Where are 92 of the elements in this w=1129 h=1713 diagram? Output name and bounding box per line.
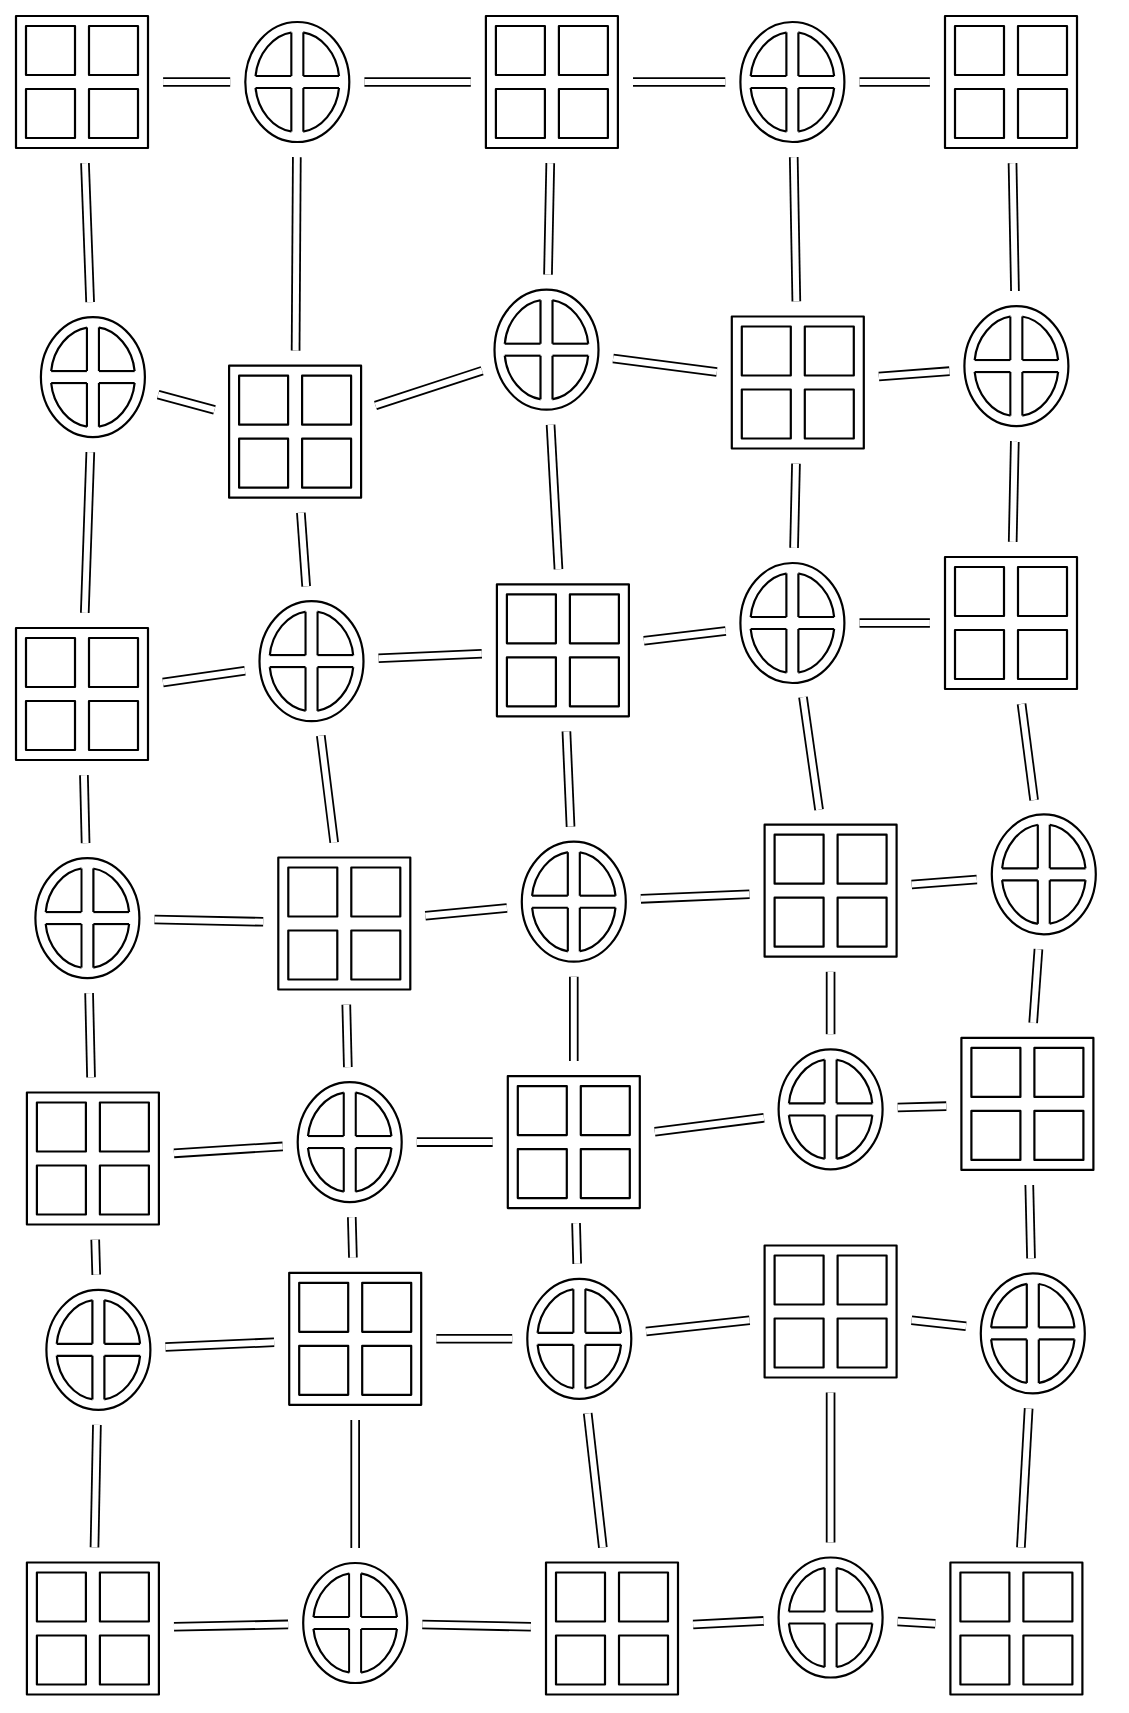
connector-bar — [897, 1101, 947, 1113]
connector-bar — [416, 1137, 493, 1147]
connector-bar — [350, 1419, 360, 1548]
connector-bar — [612, 353, 718, 377]
connector-bar — [80, 451, 96, 614]
connector-bar — [798, 696, 824, 811]
connector-bar — [1028, 948, 1044, 1024]
connector-bar — [788, 157, 802, 302]
connector-bar — [643, 626, 727, 646]
square-window — [14, 626, 150, 762]
round-window — [979, 1272, 1086, 1395]
round-window — [34, 857, 141, 980]
connector-bar — [1007, 441, 1020, 543]
square-window — [288, 1271, 423, 1406]
connector-bar — [424, 903, 508, 921]
round-window — [777, 1048, 884, 1171]
round-window — [739, 561, 846, 685]
connector-bar — [90, 1239, 102, 1275]
connector-bar — [582, 1412, 608, 1549]
connector-bar — [364, 77, 471, 87]
connector-bar — [156, 390, 216, 415]
connector-bar — [436, 1334, 513, 1344]
square-window — [730, 315, 865, 450]
connector-bar — [79, 775, 91, 844]
connector-bar — [162, 665, 246, 688]
connector-bar — [173, 1619, 289, 1632]
connector-bar — [422, 1619, 531, 1632]
round-window — [777, 1556, 884, 1679]
connector-bar — [1007, 163, 1020, 292]
connector-bar — [561, 731, 576, 827]
round-window — [739, 20, 846, 144]
connector-bar — [789, 463, 801, 549]
connector-bar — [645, 1315, 751, 1337]
connector-bar — [543, 163, 556, 275]
square-window — [14, 14, 150, 150]
square-window — [25, 1561, 160, 1696]
connector-bar — [165, 1337, 275, 1352]
connector-bar — [640, 889, 750, 904]
square-window — [763, 823, 898, 958]
connector-bar — [692, 1616, 764, 1630]
round-window — [45, 1288, 152, 1411]
connector-bar — [1016, 1408, 1034, 1548]
connector-bar — [654, 1113, 765, 1137]
connector-bar — [89, 1424, 102, 1548]
square-window — [763, 1244, 898, 1379]
round-window — [258, 600, 365, 723]
square-window — [277, 856, 412, 991]
connector-bar — [341, 1004, 353, 1068]
square-window — [943, 555, 1079, 691]
round-window — [39, 316, 146, 439]
connector-bar — [378, 649, 483, 664]
square-window — [544, 1561, 680, 1696]
connector-bar — [1024, 1184, 1036, 1259]
square-window — [506, 1075, 641, 1210]
connector-bar — [163, 77, 231, 87]
round-window — [520, 840, 627, 963]
connector-bar — [545, 424, 564, 570]
round-window — [526, 1277, 633, 1400]
connector-bar — [290, 157, 302, 351]
connector-bar — [80, 162, 95, 303]
connector-bar — [911, 1315, 967, 1331]
connector-bar — [878, 366, 950, 382]
connector-bar — [154, 914, 264, 927]
connector-bar — [296, 512, 311, 587]
connector-bar — [897, 1616, 936, 1629]
connector-bar — [633, 77, 726, 87]
square-window — [943, 14, 1079, 150]
connector-bar — [859, 618, 930, 628]
round-window — [244, 20, 351, 144]
connector-bar — [316, 734, 339, 844]
round-window — [302, 1561, 409, 1685]
square-window — [228, 364, 363, 499]
connector-bar — [859, 77, 930, 87]
connector-bar — [569, 976, 579, 1061]
connector-bar — [173, 1141, 283, 1159]
connector-bar — [84, 993, 96, 1078]
square-window — [960, 1036, 1095, 1171]
round-window — [296, 1081, 403, 1204]
round-window — [963, 305, 1070, 428]
round-window — [493, 288, 600, 411]
connector-bar — [374, 366, 484, 411]
square-window — [25, 1091, 160, 1226]
round-window — [990, 813, 1097, 936]
connector-bar — [825, 1392, 836, 1543]
connector-bar — [571, 1223, 582, 1264]
square-window — [495, 583, 630, 718]
connector-bar — [347, 1217, 358, 1258]
square-window — [484, 14, 619, 150]
square-window — [949, 1561, 1084, 1696]
connector-bar — [1016, 703, 1039, 801]
connector-bar — [825, 971, 836, 1035]
connector-bar — [911, 874, 978, 890]
